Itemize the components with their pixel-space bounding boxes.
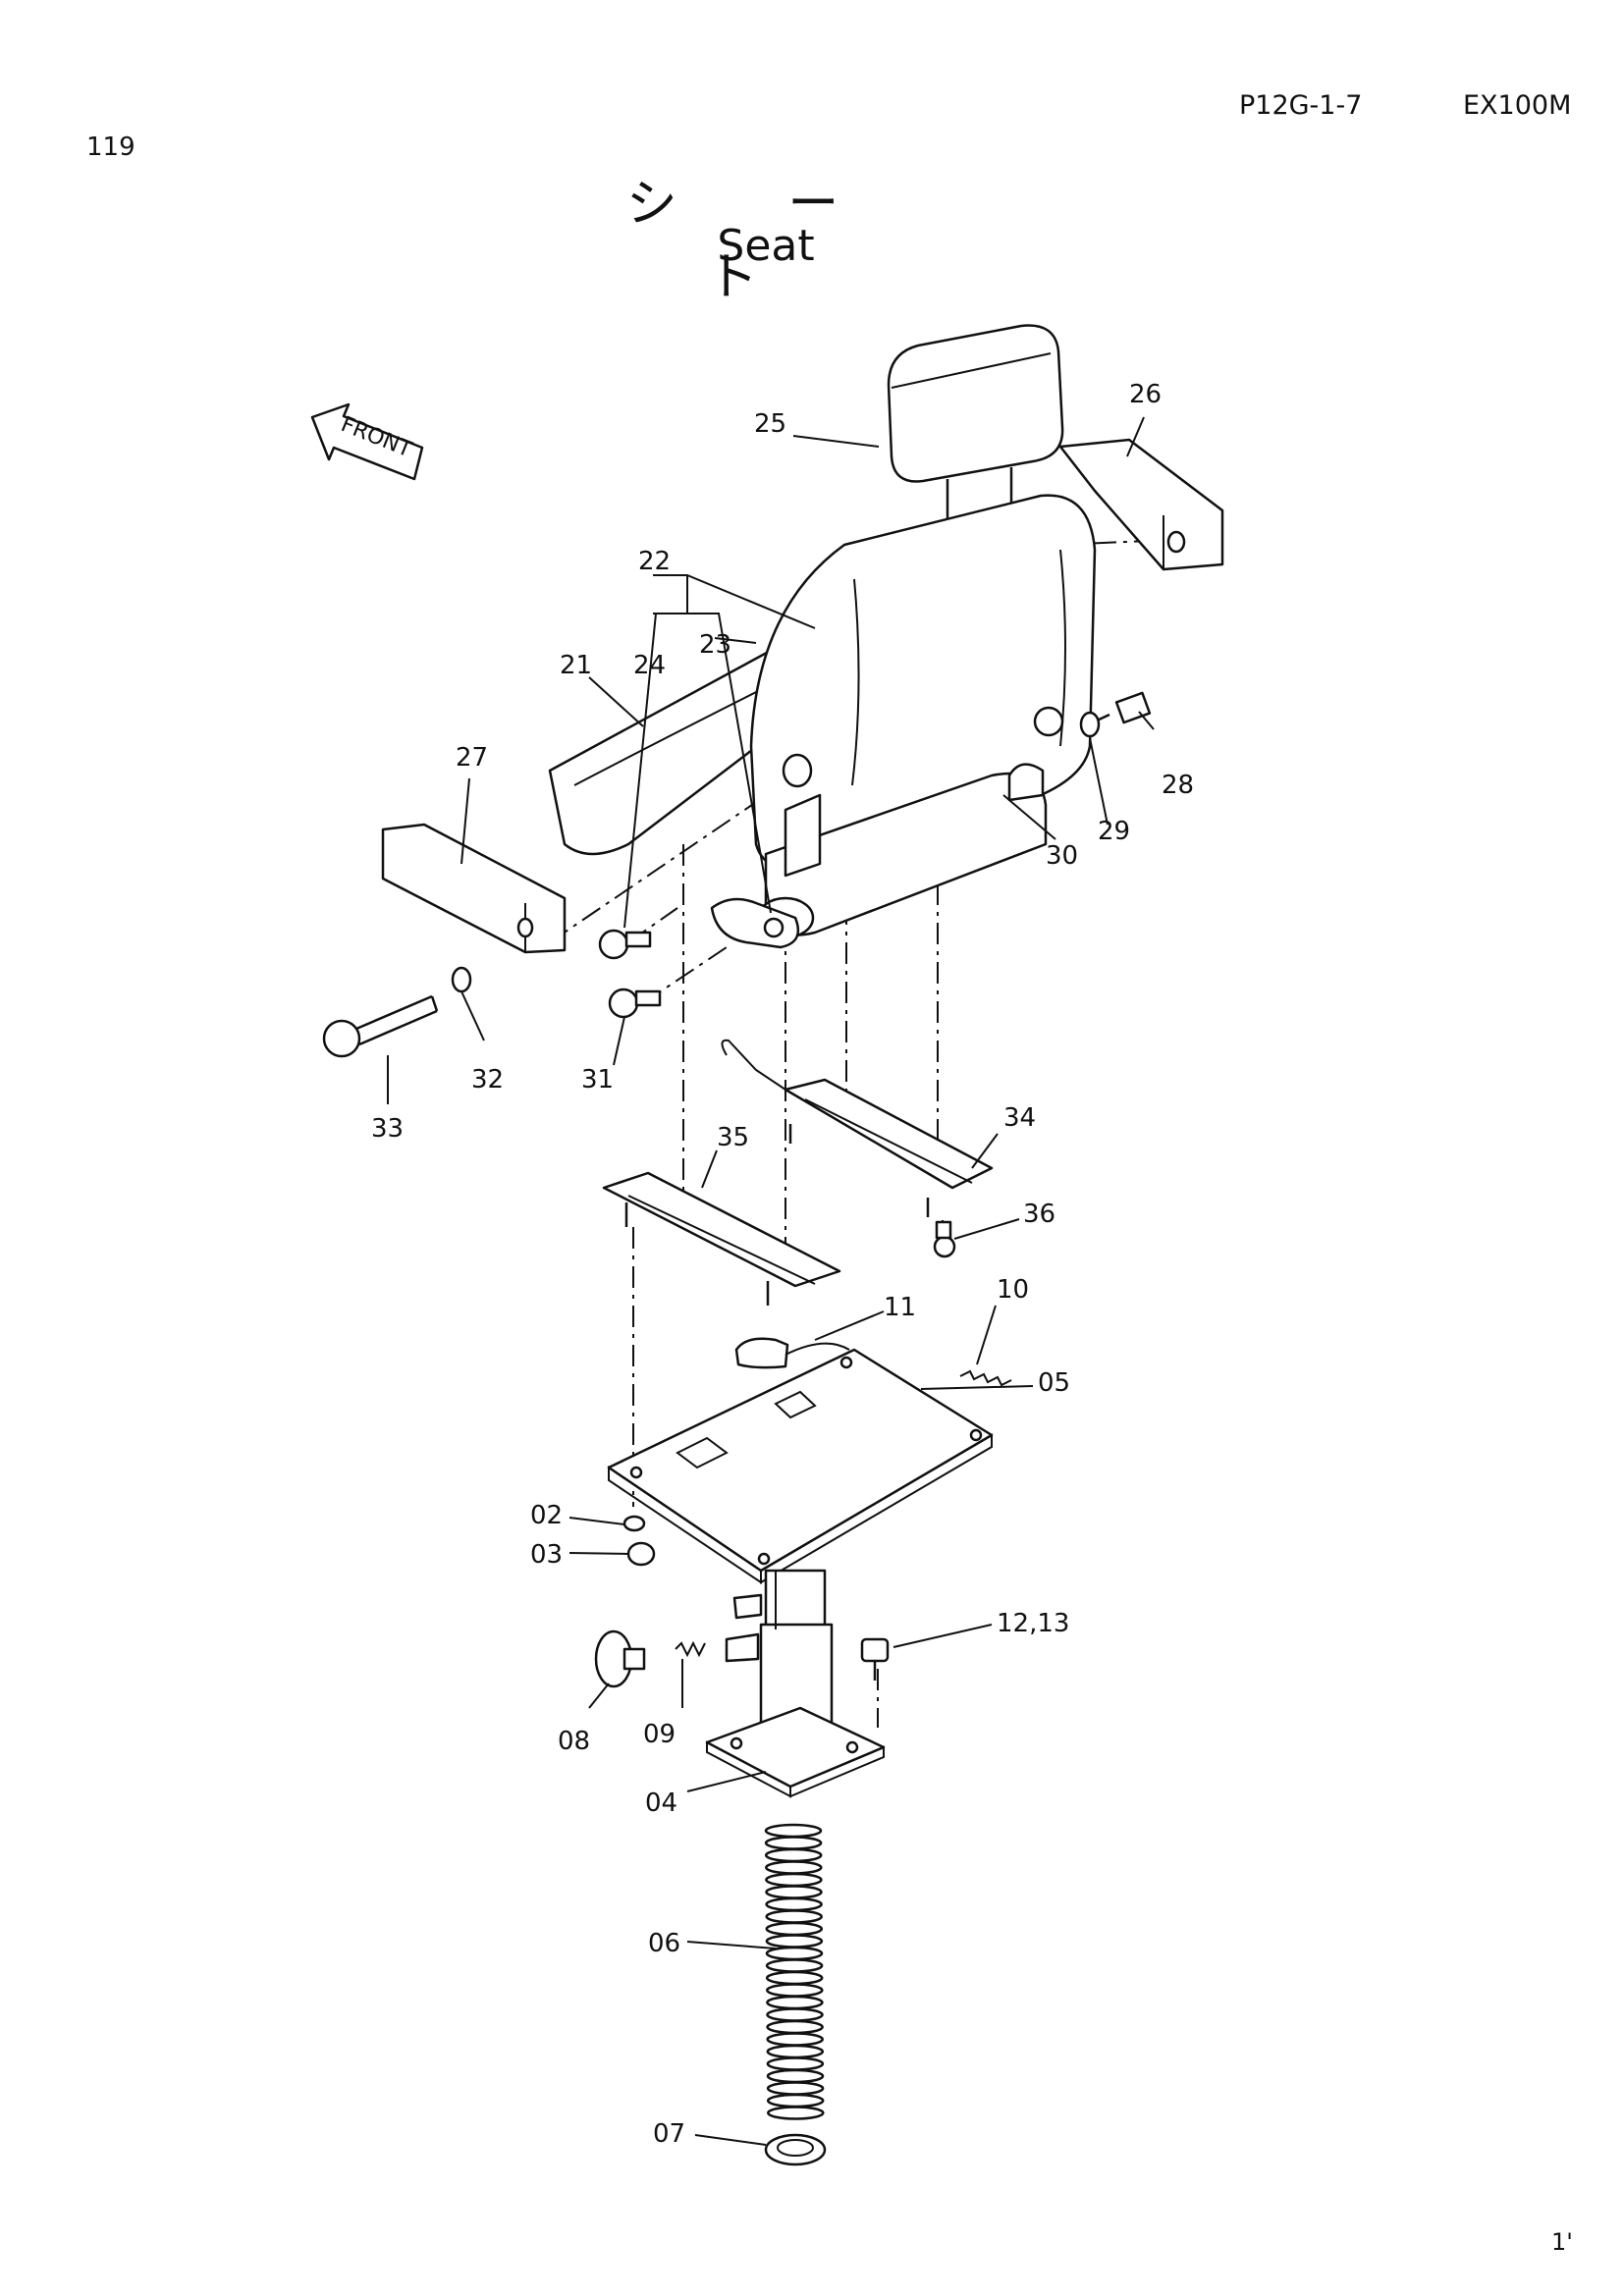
label-29: 29: [1098, 817, 1130, 846]
label-32: 32: [471, 1065, 504, 1095]
label-26: 26: [1129, 380, 1162, 409]
coil-spring: [764, 1823, 825, 2120]
label-24: 24: [633, 651, 666, 680]
left-armrest: [381, 823, 567, 954]
spring-coil: [765, 1896, 823, 1912]
spring-coil: [766, 2056, 825, 2071]
title-english: Seat: [717, 221, 815, 271]
label-10: 10: [997, 1275, 1029, 1305]
seat-column: [705, 1569, 886, 1798]
label-31: 31: [581, 1065, 614, 1095]
label-06: 06: [648, 1929, 680, 1958]
footer-mark: 1': [1551, 2228, 1573, 2256]
spring-coil: [764, 1847, 823, 1863]
height-knob: [594, 1629, 760, 1688]
label-11: 11: [884, 1293, 916, 1322]
adjust-lever: [734, 1337, 1012, 1387]
label-12-13: 12,13: [997, 1609, 1069, 1638]
spring-coil: [765, 1872, 823, 1888]
right-armrest: [1058, 438, 1224, 571]
label-27: 27: [456, 743, 488, 773]
seat-assembly: [548, 494, 1097, 949]
fasteners: [322, 691, 1152, 1681]
front-arrow: FRONT: [310, 402, 424, 481]
spring-coil: [764, 1823, 823, 1839]
headrest: [887, 324, 1064, 520]
spring-coil: [767, 2106, 825, 2120]
spring-coil: [765, 1970, 824, 1986]
spring-coil: [766, 1995, 824, 2010]
label-30: 30: [1046, 841, 1078, 871]
label-05: 05: [1038, 1368, 1070, 1398]
spring-coil: [766, 2044, 825, 2059]
mounting-plate: [607, 1348, 994, 1584]
spring-coil: [765, 1921, 824, 1937]
label-07: 07: [653, 2119, 685, 2149]
label-25: 25: [754, 409, 786, 439]
label-04: 04: [645, 1789, 677, 1818]
label-21: 21: [560, 651, 592, 680]
label-08: 08: [558, 1727, 590, 1756]
leader-lines: [387, 416, 1155, 2146]
spring-coil: [766, 2093, 825, 2109]
spring-coil: [766, 1983, 824, 1998]
slide-rails: [602, 1039, 994, 1306]
model-name: EX100M: [1463, 90, 1572, 121]
page-number: 119: [86, 133, 135, 162]
title-japanese: シ ー ト: [625, 175, 887, 307]
spring-coil: [765, 1909, 823, 1924]
spring-coil: [766, 2019, 824, 2035]
spring-coil: [764, 1836, 823, 1850]
label-03: 03: [530, 1540, 563, 1570]
label-02: 02: [530, 1501, 563, 1530]
spring-coil: [766, 2032, 824, 2047]
label-35: 35: [717, 1123, 749, 1152]
part-labels: 25 26 22 23 24 21 27 28 29 30 31 32 33 3…: [371, 380, 1194, 2149]
spring-coil: [766, 2068, 825, 2084]
label-23: 23: [699, 630, 731, 660]
label-28: 28: [1162, 771, 1194, 800]
label-33: 33: [371, 1114, 404, 1144]
spring-coil: [766, 2007, 824, 2022]
spring-coil: [766, 2081, 825, 2096]
spring-coil: [765, 1934, 824, 1949]
spring-coil: [765, 1860, 823, 1875]
spring-ring: [764, 2133, 827, 2166]
label-22: 22: [638, 547, 671, 576]
label-09: 09: [643, 1720, 676, 1749]
label-34: 34: [1003, 1103, 1036, 1133]
spring-coil: [765, 1958, 824, 1973]
spring-coil: [765, 1885, 823, 1899]
drawing-code: P12G-1-7: [1239, 90, 1363, 121]
label-36: 36: [1023, 1200, 1055, 1229]
